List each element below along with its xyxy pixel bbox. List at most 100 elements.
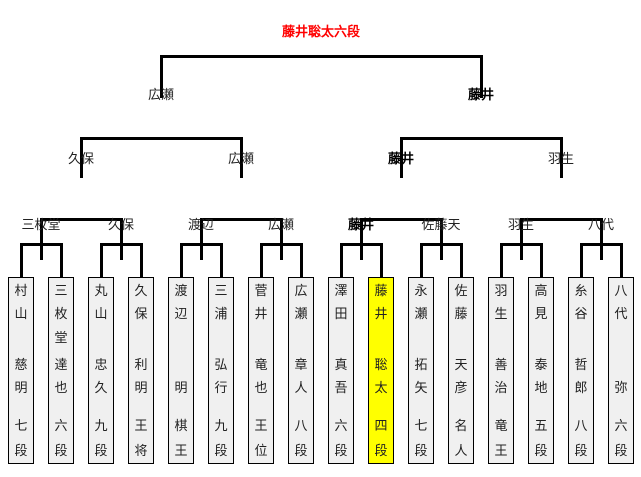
first-round-connector-bar: [500, 243, 543, 246]
quarterfinal-winner-label: 三枚堂: [21, 218, 61, 233]
player-given-name-char: 明: [174, 381, 188, 396]
player-surname-char: 菅: [254, 284, 268, 299]
player-title-char: 名: [454, 419, 468, 434]
semifinal-winner-label: 広瀬: [227, 152, 255, 167]
player-box: 渡辺明棋王: [168, 277, 194, 464]
player-surname-char: 井: [374, 307, 388, 322]
first-round-connector-right: [220, 243, 223, 277]
player-surname-char: 三: [54, 284, 68, 299]
player-surname-char: 谷: [574, 307, 588, 322]
first-round-connector-left: [260, 243, 263, 277]
first-round-connector-bar: [260, 243, 303, 246]
player-surname-char: 浦: [214, 307, 228, 322]
quarterfinal-connector-bar: [360, 218, 443, 221]
player-title-char: 人: [454, 444, 468, 459]
quarterfinal-connector-bar: [520, 218, 603, 221]
quarterfinal-connector-left: [200, 218, 203, 260]
first-round-connector-right: [60, 243, 63, 277]
player-given-name-char: 明: [134, 381, 148, 396]
player-title-char: 段: [574, 444, 588, 459]
player-given-name-char: 也: [54, 381, 68, 396]
player-box: 八代弥六段: [608, 277, 634, 464]
player-given-name-char: 達: [54, 358, 68, 373]
player-given-name-char: 人: [294, 381, 308, 396]
first-round-connector-left: [500, 243, 503, 277]
quarterfinal-winner-label: 八代: [587, 218, 615, 233]
player-given-name-char: 善: [494, 358, 508, 373]
quarterfinal-winner-label: 久保: [107, 218, 135, 233]
semifinal-connector-left: [400, 137, 403, 178]
quarterfinal-winner-label: 羽生: [507, 218, 535, 233]
player-box: 丸山忠久九段: [88, 277, 114, 464]
final-connector-right: [480, 55, 483, 98]
player-box: 三浦弘行九段: [208, 277, 234, 464]
player-surname-char: 堂: [54, 331, 68, 346]
quarterfinal-connector-bar: [40, 218, 123, 221]
quarterfinal-connector-bar: [200, 218, 283, 221]
player-box: 菅井竜也王位: [248, 277, 274, 464]
player-box: 佐藤天彦名人: [448, 277, 474, 464]
quarterfinal-winner-label: 佐藤天: [421, 218, 461, 233]
player-box: 永瀬拓矢七段: [408, 277, 434, 464]
player-surname-char: 田: [334, 307, 348, 322]
player-title-char: 四: [374, 419, 388, 434]
player-title-char: 九: [214, 419, 228, 434]
first-round-connector-right: [540, 243, 543, 277]
quarterfinal-connector-left: [40, 218, 43, 260]
player-given-name-char: 彦: [454, 381, 468, 396]
player-box: 糸谷哲郎八段: [568, 277, 594, 464]
player-box: 三枚堂達也六段: [48, 277, 74, 464]
player-title-char: 段: [534, 444, 548, 459]
player-surname-char: 八: [614, 284, 628, 299]
player-surname-char: 辺: [174, 307, 188, 322]
semifinal-connector-left: [80, 137, 83, 178]
player-given-name-char: 郎: [574, 381, 588, 396]
player-title-char: 王: [494, 444, 508, 459]
player-title-char: 段: [54, 444, 68, 459]
first-round-connector-bar: [420, 243, 463, 246]
player-title-char: 段: [94, 444, 108, 459]
player-surname-char: 丸: [94, 284, 108, 299]
player-title-char: 段: [614, 444, 628, 459]
player-given-name-char: 慈: [14, 358, 28, 373]
player-surname-char: 村: [14, 284, 28, 299]
player-surname-char: 枚: [54, 307, 68, 322]
player-surname-char: 生: [494, 307, 508, 322]
quarterfinal-winner-label: 渡辺: [187, 218, 215, 233]
quarterfinal-connector-right: [440, 218, 443, 260]
player-given-name-char: 矢: [414, 381, 428, 396]
player-title-char: 七: [414, 419, 428, 434]
player-title-char: 段: [14, 444, 28, 459]
first-round-connector-left: [420, 243, 423, 277]
player-given-name-char: 忠: [94, 358, 108, 373]
quarterfinal-connector-right: [280, 218, 283, 260]
first-round-connector-right: [460, 243, 463, 277]
player-title-char: 五: [534, 419, 548, 434]
first-round-connector-bar: [180, 243, 223, 246]
player-title-char: 九: [94, 419, 108, 434]
player-surname-char: 渡: [174, 284, 188, 299]
final-winner-label: 広瀬: [147, 88, 175, 103]
first-round-connector-right: [300, 243, 303, 277]
player-given-name-char: 行: [214, 381, 228, 396]
player-title-char: 王: [254, 419, 268, 434]
player-surname-char: 澤: [334, 284, 348, 299]
player-surname-char: 三: [214, 284, 228, 299]
player-box: 高見泰地五段: [528, 277, 554, 464]
player-title-char: 王: [134, 419, 148, 434]
first-round-connector-right: [380, 243, 383, 277]
quarterfinal-connector-left: [520, 218, 523, 260]
player-surname-char: 井: [254, 307, 268, 322]
player-surname-char: 山: [94, 307, 108, 322]
player-surname-char: 藤: [454, 307, 468, 322]
semifinal-winner-label: 羽生: [547, 152, 575, 167]
player-box: 羽生善治竜王: [488, 277, 514, 464]
player-given-name-char: 吾: [334, 381, 348, 396]
semifinal-connector-right: [240, 137, 243, 178]
first-round-connector-left: [100, 243, 103, 277]
player-title-char: 段: [214, 444, 228, 459]
player-box: 澤田真吾六段: [328, 277, 354, 464]
player-given-name-char: 竜: [254, 358, 268, 373]
final-connector-bar: [160, 55, 483, 58]
player-box: 藤井聡太四段: [368, 277, 394, 464]
